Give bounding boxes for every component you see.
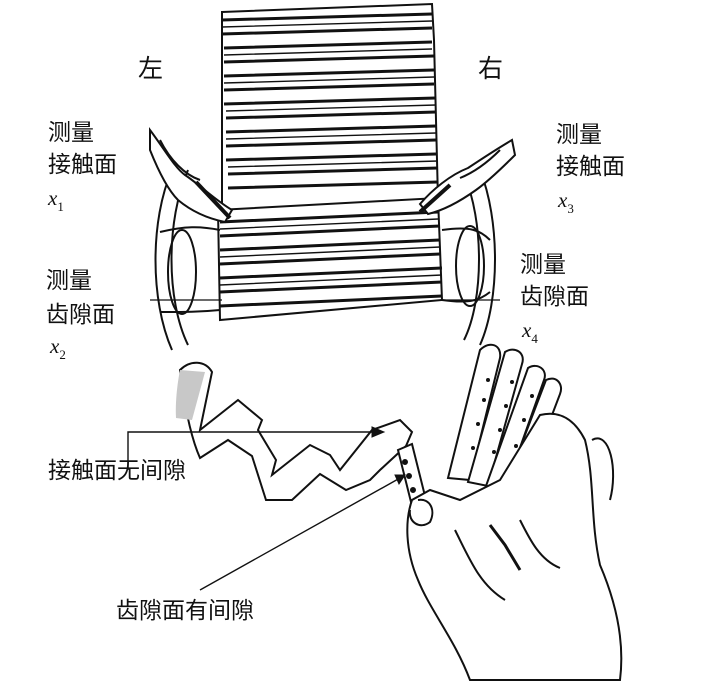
x1-label-line2: 接触面: [48, 152, 117, 178]
x2-variable: x2: [50, 334, 66, 362]
arrows: [127, 426, 406, 591]
x2-label-line2: 齿隙面: [46, 302, 115, 328]
tooth-profile: [175, 361, 414, 501]
x2-label-line1: 测量: [46, 268, 92, 294]
upper-gear: [221, 2, 440, 216]
x4-label-line2: 齿隙面: [520, 284, 589, 310]
right-side-label: 右: [478, 54, 504, 83]
x1-variable: x1: [48, 186, 64, 214]
lower-gear: [150, 169, 500, 351]
left-hand: [149, 126, 234, 224]
no-gap-label: 接触面无间隙: [48, 458, 186, 484]
x3-label-line2: 接触面: [556, 154, 625, 180]
has-gap-label: 齿隙面有间隙: [116, 598, 254, 624]
right-hand: [418, 138, 517, 216]
x4-variable: x4: [522, 318, 538, 346]
x1-label-line1: 测量: [48, 120, 94, 146]
x3-variable: x3: [558, 188, 574, 216]
x3-label-line1: 测量: [556, 122, 602, 148]
holding-hand: [406, 412, 623, 681]
left-side-label: 左: [138, 54, 164, 83]
x4-label-line1: 测量: [520, 252, 566, 278]
